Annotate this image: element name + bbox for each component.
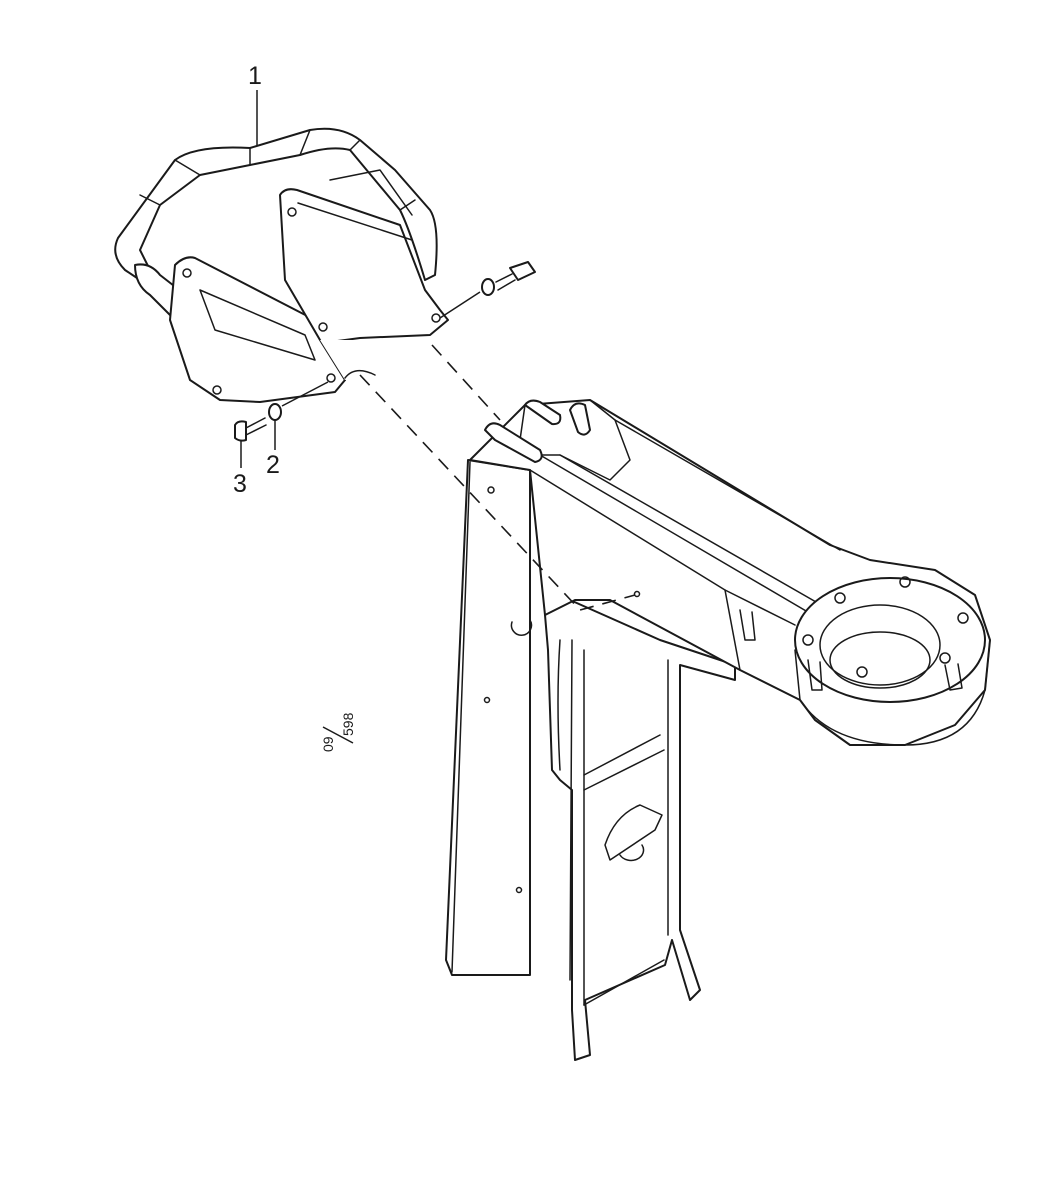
reference-code-denominator: 598 — [340, 712, 356, 736]
handle-guard — [114, 127, 449, 403]
mast-column — [445, 459, 533, 976]
assembly-line-upper — [431, 344, 501, 421]
top-arm-with-ring — [469, 399, 991, 746]
reference-code-numerator: 09 — [320, 736, 336, 752]
washer-2 — [268, 403, 282, 421]
u-channel-upright — [544, 598, 736, 1061]
callout-1-label: 1 — [248, 62, 262, 90]
callout-2-label: 2 — [266, 451, 280, 479]
bolt-3 — [234, 381, 329, 442]
ref-code-slash — [322, 726, 354, 744]
callout-3-label: 3 — [233, 470, 247, 498]
bolt-upper-right — [439, 261, 536, 319]
